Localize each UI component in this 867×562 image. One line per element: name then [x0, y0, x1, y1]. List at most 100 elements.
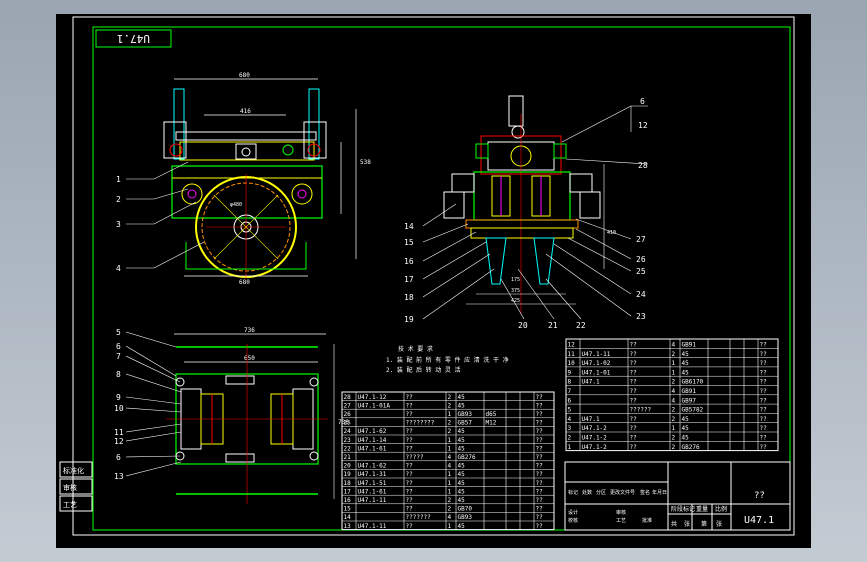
parts-table-cell: GB276 [458, 454, 476, 461]
parts-table-cell: ?? [630, 397, 638, 404]
drawing-sheet: U47.1 标准化 审核 工艺 680 416 [56, 14, 811, 548]
parts-table-cell: ?? [536, 523, 544, 530]
dim-front-height: 538 [360, 159, 371, 166]
callout-26: 26 [636, 255, 646, 264]
parts-table-cell: ?? [630, 416, 638, 423]
parts-table-cell: 45 [458, 428, 466, 435]
parts-table-cell: 1 [448, 488, 452, 495]
callout-12: 12 [114, 437, 124, 446]
parts-table-cell: ?? [406, 523, 414, 530]
parts-table-cell: ?? [760, 435, 768, 442]
parts-table-cell: U47.1 [582, 379, 600, 386]
parts-table-cell: ?? [406, 394, 414, 401]
parts-table-cell: ?? [406, 480, 414, 487]
callout-15: 15 [404, 238, 414, 247]
callout-3: 3 [116, 220, 121, 229]
outer-frame [72, 16, 795, 536]
callout-20: 20 [518, 321, 528, 330]
stage-label-1: 阶段标记 [671, 505, 695, 513]
parts-table-cell: 45 [458, 471, 466, 478]
dim-side-inner: 175 [511, 277, 520, 283]
parts-table-cell: ????? [406, 454, 424, 461]
parts-table-cell: GB93 [458, 411, 473, 418]
callout-6b: 6 [116, 453, 121, 462]
parts-table-cell: 45 [682, 360, 690, 367]
note-title: 技 术 要 求 [398, 345, 433, 353]
tb-label-6: 年月日 [652, 489, 667, 496]
title-cell-text: ?? [754, 491, 765, 501]
parts-table-cell: U47.1-2 [582, 444, 608, 451]
stage-label-2: 重量 [696, 505, 708, 513]
parts-table-cell: GB93 [458, 514, 473, 521]
sig-3: 审核 [616, 509, 626, 516]
sig-4: 工艺 [616, 518, 626, 524]
callout-28: 28 [638, 161, 648, 170]
sheet-1: 共 [671, 520, 677, 528]
parts-table-cell: 19 [344, 471, 352, 478]
parts-table-cell: ?? [536, 428, 544, 435]
parts-table-cell: 18 [344, 480, 352, 487]
parts-table-cell: 45 [682, 435, 690, 442]
parts-table-cell: 21 [344, 454, 352, 461]
parts-table-cell: 2 [448, 506, 452, 513]
cad-drawing: U47.1 标准化 审核 工艺 680 416 [59, 16, 795, 536]
parts-table-cell: ?? [760, 369, 768, 376]
parts-table-cell: ?? [536, 497, 544, 504]
parts-table-cell: 45 [458, 402, 466, 409]
parts-table-cell: ?? [406, 471, 414, 478]
parts-table-cell: U47.1-02 [582, 360, 611, 367]
parts-table-cell: 16 [344, 497, 352, 504]
parts-table-cell: GB70 [458, 506, 473, 513]
parts-table-cell: 27 [344, 402, 352, 409]
parts-table-cell: 4 [672, 342, 676, 349]
parts-table-cell: ?? [536, 420, 544, 427]
inner-frame [92, 26, 791, 531]
parts-table-cell: U47.1-12 [358, 394, 387, 401]
callout-18: 18 [404, 293, 414, 302]
parts-table-cell: 45 [458, 394, 466, 401]
parts-table-cell: ?? [406, 497, 414, 504]
dim-side-height: 410 [607, 230, 616, 236]
parts-table-cell: 2 [672, 379, 676, 386]
title-block: ?? U47.1 阶段标记 重量 比例 共 张 第 张 标记 处数 分区 更改文… [564, 461, 791, 531]
callout-5: 5 [116, 328, 121, 337]
sig-1: 设计 [568, 509, 578, 516]
tb-label-1: 标记 [568, 489, 578, 496]
dim-side-span: 375 [511, 288, 520, 294]
parts-table-cell: ?? [630, 369, 638, 376]
parts-table-cell: ?? [630, 444, 638, 451]
parts-table-cell: 2 [672, 351, 676, 358]
dim-plan-inner: 650 [244, 355, 255, 362]
parts-table-cell: GB97 [682, 397, 697, 404]
parts-table-cell: 45 [458, 437, 466, 444]
parts-table-cell: 1 [672, 425, 676, 432]
parts-table-cell: ?? [630, 351, 638, 358]
callout-11: 11 [114, 428, 124, 437]
parts-table-cell: U47.1-31 [358, 471, 387, 478]
parts-table-cell: 1 [672, 369, 676, 376]
callout-16: 16 [404, 257, 414, 266]
parts-table-cell: 1 [448, 437, 452, 444]
parts-table-cell: ?? [760, 379, 768, 386]
parts-table-cell: 4 [568, 416, 572, 423]
parts-table-cell: 45 [682, 425, 690, 432]
parts-table-cell: 26 [344, 411, 352, 418]
callout-22: 22 [576, 321, 586, 330]
parts-table-cell: 2 [672, 444, 676, 451]
parts-table-cell: ?? [536, 402, 544, 409]
parts-table-cell: U47.1-01A [358, 402, 391, 409]
callout-21: 21 [548, 321, 558, 330]
parts-table-cell: ?? [760, 397, 768, 404]
callout-27: 27 [636, 235, 646, 244]
parts-table-cell: 22 [344, 445, 352, 452]
sheet-3: 第 [701, 520, 707, 528]
callout-24: 24 [636, 290, 646, 299]
parts-table-cell: ?? [760, 416, 768, 423]
parts-table-cell: U47.1-11 [358, 523, 387, 530]
parts-table-cell: 2 [448, 402, 452, 409]
parts-table-cell: 20 [344, 463, 352, 470]
parts-table-cell: 1 [448, 445, 452, 452]
parts-table-cell: 14 [344, 514, 352, 521]
parts-table-cell: 23 [344, 437, 352, 444]
